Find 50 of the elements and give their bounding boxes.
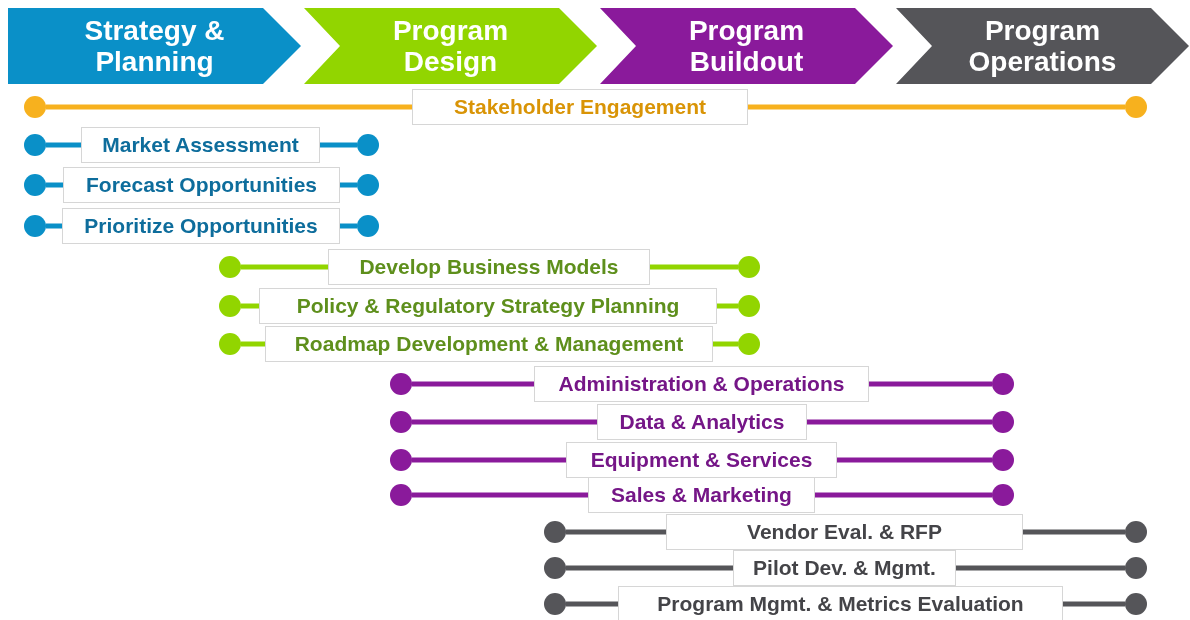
task-label: Roadmap Development & Management (265, 326, 713, 362)
task-label: Data & Analytics (597, 404, 807, 440)
end-dot (992, 484, 1014, 506)
phase-banner (896, 8, 1189, 84)
end-dot (738, 295, 760, 317)
end-dot (357, 174, 379, 196)
end-dot (357, 215, 379, 237)
end-dot (24, 174, 46, 196)
end-dot (1125, 557, 1147, 579)
end-dot (1125, 593, 1147, 615)
end-dot (738, 256, 760, 278)
phase-title: Program Design (391, 15, 510, 77)
end-dot (24, 134, 46, 156)
task-label: Vendor Eval. & RFP (666, 514, 1023, 550)
end-dot (1125, 521, 1147, 543)
task-label: Policy & Regulatory Strategy Planning (259, 288, 717, 324)
end-dot (992, 449, 1014, 471)
task-label: Equipment & Services (566, 442, 837, 478)
end-dot (390, 373, 412, 395)
end-dot (219, 295, 241, 317)
phase-title: Program Buildout (687, 15, 806, 77)
end-dot (219, 333, 241, 355)
task-label: Pilot Dev. & Mgmt. (733, 550, 956, 586)
end-dot (1125, 96, 1147, 118)
task-label: Prioritize Opportunities (62, 208, 340, 244)
end-dot (24, 215, 46, 237)
end-dot (357, 134, 379, 156)
task-label: Forecast Opportunities (63, 167, 340, 203)
task-label: Develop Business Models (328, 249, 650, 285)
task-label: Stakeholder Engagement (412, 89, 748, 125)
end-dot (390, 484, 412, 506)
end-dot (992, 373, 1014, 395)
task-label: Market Assessment (81, 127, 320, 163)
end-dot (544, 593, 566, 615)
end-dot (992, 411, 1014, 433)
end-dot (219, 256, 241, 278)
task-label: Sales & Marketing (588, 477, 815, 513)
phase-title: Program Operations (967, 15, 1118, 77)
phase-banner (304, 8, 597, 84)
phase-banner (8, 8, 301, 84)
end-dot (390, 449, 412, 471)
end-dot (544, 557, 566, 579)
task-label: Administration & Operations (534, 366, 869, 402)
end-dot (738, 333, 760, 355)
end-dot (390, 411, 412, 433)
end-dot (544, 521, 566, 543)
task-label: Program Mgmt. & Metrics Evaluation (618, 586, 1063, 620)
phase-title: Strategy & Planning (83, 15, 226, 77)
end-dot (24, 96, 46, 118)
phase-banner (600, 8, 893, 84)
